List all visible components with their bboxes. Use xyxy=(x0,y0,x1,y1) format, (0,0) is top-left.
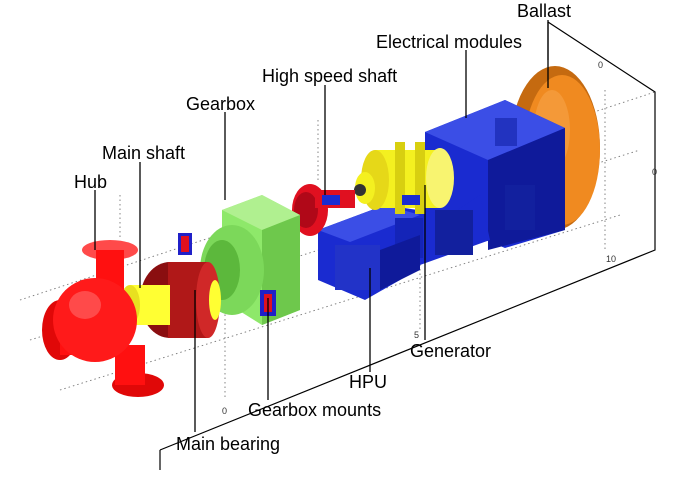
ballast-label: Ballast xyxy=(517,1,571,21)
tick-x10: 10 xyxy=(606,254,616,264)
gearbox-label: Gearbox xyxy=(186,94,255,114)
generator-label: Generator xyxy=(410,341,491,361)
tick-x0: 0 xyxy=(222,406,227,416)
gearbox-mounts-label: Gearbox mounts xyxy=(248,400,381,420)
tick-y0: 0 xyxy=(652,167,657,177)
generator-part xyxy=(354,142,454,214)
high-speed-shaft-label: High speed shaft xyxy=(262,66,397,86)
tick-x5: 5 xyxy=(414,330,419,340)
electrical-modules-label: Electrical modules xyxy=(376,32,522,52)
hpu-part xyxy=(318,195,490,300)
tick-z0: 0 xyxy=(598,60,603,70)
main-shaft-label: Main shaft xyxy=(102,143,185,163)
main-bearing-label: Main bearing xyxy=(176,434,280,454)
hub-label: Hub xyxy=(74,172,107,192)
leader-lines xyxy=(94,20,549,432)
frame-back-right-edges xyxy=(159,21,656,451)
grid-line-3 xyxy=(59,214,621,391)
high-speed-shaft-part xyxy=(292,184,355,236)
hpu-label: HPU xyxy=(349,372,387,392)
hub-part xyxy=(42,240,164,397)
